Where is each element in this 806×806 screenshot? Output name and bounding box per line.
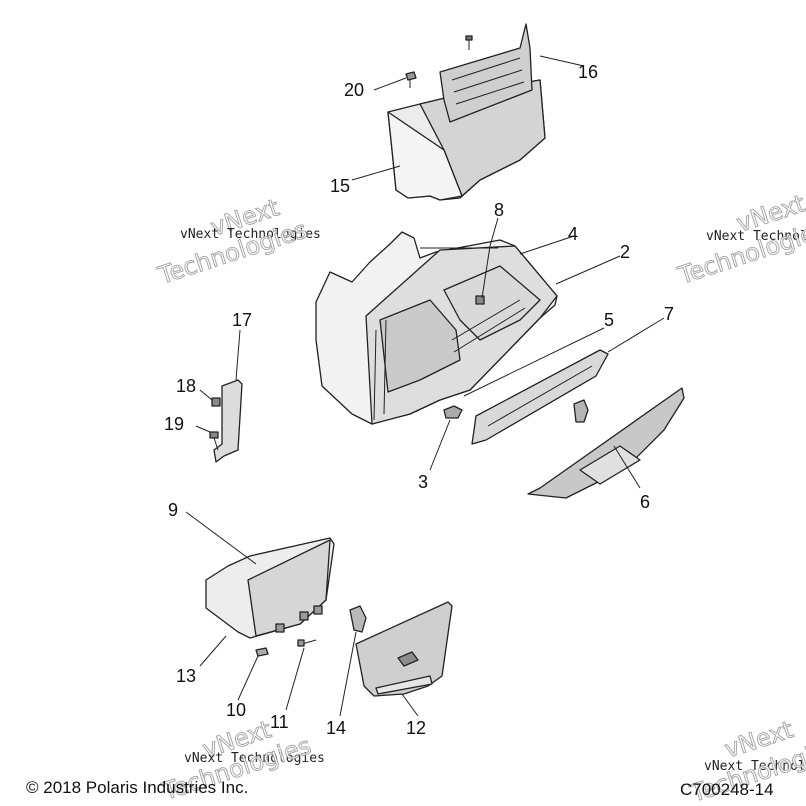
glovebox-door-6 xyxy=(527,387,685,499)
callout-10: 10 xyxy=(226,700,246,720)
lower-storage-box xyxy=(205,537,335,639)
callout-19: 19 xyxy=(164,414,184,434)
callout-15: 15 xyxy=(330,176,350,196)
callout-13: 13 xyxy=(176,666,196,686)
callout-11: 11 xyxy=(270,712,289,732)
callout-6: 6 xyxy=(640,492,650,512)
latch-6 xyxy=(573,399,589,423)
diagram-id: C700248-14 xyxy=(680,780,774,799)
bracket-17 xyxy=(209,379,243,463)
callout-17: 17 xyxy=(232,310,252,330)
callout-14: 14 xyxy=(326,718,346,738)
main-glovebox-housing xyxy=(315,231,558,425)
callout-4: 4 xyxy=(568,224,578,244)
callout-8: 8 xyxy=(494,200,504,220)
watermark-line: vNext Technologies xyxy=(184,751,325,766)
watermark-upper-right: vNext vNext Technologies Technologies xyxy=(674,189,806,291)
screw-11 xyxy=(297,639,317,647)
callout-9: 9 xyxy=(168,500,178,520)
callout-5: 5 xyxy=(604,310,614,330)
leader-lines xyxy=(185,55,665,717)
lower-door-12 xyxy=(355,601,453,697)
watermark-line: vNext Technologies xyxy=(706,229,806,244)
upper-storage-tray xyxy=(387,23,546,201)
callout-3: 3 xyxy=(418,472,428,492)
callout-7: 7 xyxy=(664,304,674,324)
callout-2: 2 xyxy=(620,242,630,262)
callout-labels: 20 16 15 8 4 2 5 7 17 18 19 3 6 9 13 10 … xyxy=(164,62,674,738)
screw-8 xyxy=(475,295,485,305)
latch-14 xyxy=(349,605,367,633)
clip-20 xyxy=(405,71,417,88)
callout-18: 18 xyxy=(176,376,196,396)
clip-10 xyxy=(255,647,269,657)
copyright-notice: © 2018 Polaris Industries Inc. xyxy=(26,778,249,797)
watermark-line: vNext Technologies xyxy=(180,227,321,242)
lid-panel-7 xyxy=(471,349,609,445)
callout-12: 12 xyxy=(406,718,426,738)
callout-20: 20 xyxy=(344,80,364,100)
callout-16: 16 xyxy=(578,62,598,82)
watermark-line: vNext Technologies xyxy=(704,759,806,774)
hinge-3 xyxy=(443,405,463,419)
watermark-upper-left: vNext vNext Technologies Technologies xyxy=(154,193,321,291)
